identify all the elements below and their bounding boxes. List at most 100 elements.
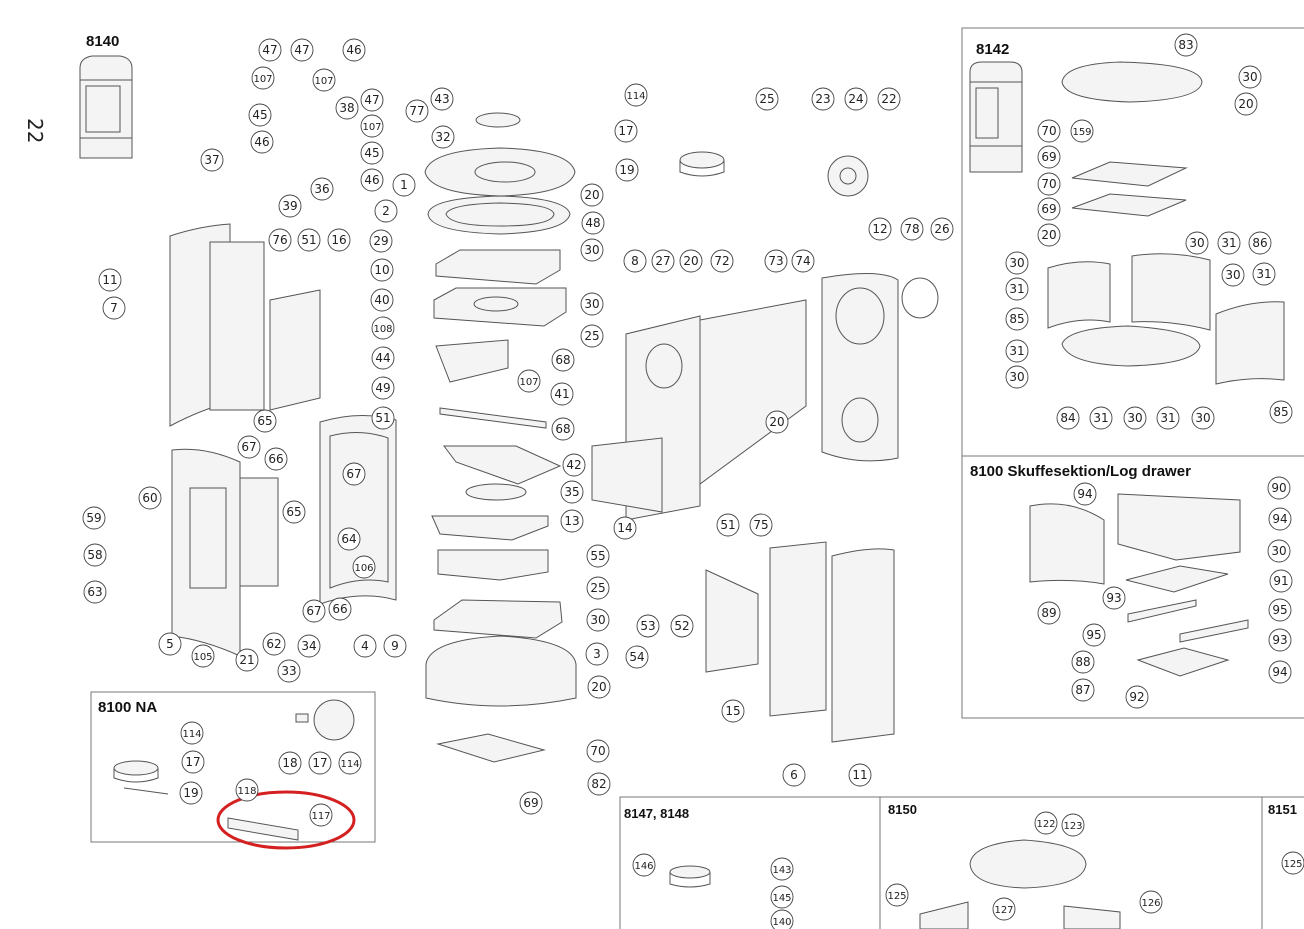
- callout-label: 127: [994, 905, 1013, 916]
- callout-label: 55: [590, 549, 605, 563]
- callout-label: 76: [272, 233, 287, 247]
- callout-label: 86: [1252, 236, 1267, 250]
- part-bar-44: [439, 407, 547, 429]
- part-na-18: [295, 713, 309, 723]
- parts-log-drawer: [1029, 493, 1249, 677]
- callout-label: 29: [373, 234, 388, 248]
- part-ashpan-55: [437, 549, 549, 581]
- section-title-8147-8148: 8147, 8148: [624, 806, 689, 821]
- callout-label: 85: [1273, 405, 1288, 419]
- callout-83: 83: [1174, 33, 1198, 57]
- callout-20: 20: [1037, 223, 1061, 247]
- callout-34: 34: [297, 634, 321, 658]
- callout-label: 126: [1141, 898, 1160, 909]
- callout-label: 51: [301, 233, 316, 247]
- part-plate-91: [1125, 565, 1229, 593]
- callout-label: 64: [341, 532, 356, 546]
- callout-label: 30: [1225, 268, 1240, 282]
- callout-label: 31: [1009, 282, 1024, 296]
- callout-76: 76: [268, 228, 292, 252]
- callout-68: 68: [551, 348, 575, 372]
- callout-label: 25: [759, 92, 774, 106]
- part-box-90: [1117, 493, 1241, 561]
- callout-label: 84: [1060, 411, 1075, 425]
- callout-54: 54: [625, 645, 649, 669]
- parts-8142: [1047, 61, 1285, 385]
- callout-94: 94: [1268, 507, 1292, 531]
- callout-24: 24: [844, 87, 868, 111]
- callout-label: 8: [631, 254, 639, 268]
- part-ring-22: [827, 155, 869, 197]
- callout-91: 91: [1269, 569, 1293, 593]
- callout-17: 17: [614, 119, 638, 143]
- callout-64: 64: [337, 527, 361, 551]
- callout-label: 125: [887, 891, 906, 902]
- callout-label: 83: [1178, 38, 1193, 52]
- callout-label: 72: [714, 254, 729, 268]
- callout-label: 31: [1093, 411, 1108, 425]
- part-lid: [475, 112, 521, 128]
- section-title-8140: 8140: [86, 33, 119, 50]
- callout-65: 65: [253, 409, 277, 433]
- callout-69: 69: [1037, 145, 1061, 169]
- callout-label: 40: [374, 293, 389, 307]
- callout-label: 94: [1272, 512, 1287, 526]
- callout-85: 85: [1269, 400, 1293, 424]
- callout-106: 106: [352, 555, 376, 579]
- callout-label: 51: [375, 411, 390, 425]
- section-title-8142: 8142: [976, 41, 1009, 58]
- callout-94: 94: [1268, 660, 1292, 684]
- part-127: [919, 901, 969, 929]
- callout-label: 25: [590, 581, 605, 595]
- callout-90: 90: [1267, 476, 1291, 500]
- callout-label: 31: [1009, 344, 1024, 358]
- callout-45: 45: [248, 103, 272, 127]
- callout-label: 89: [1041, 606, 1056, 620]
- callout-label: 7: [110, 301, 118, 315]
- callout-label: 30: [1009, 370, 1024, 384]
- part-na-ring-17: [313, 699, 355, 741]
- callout-2: 2: [374, 199, 398, 223]
- callout-66: 66: [328, 597, 352, 621]
- callout-label: 10: [374, 263, 389, 277]
- callout-39: 39: [278, 194, 302, 218]
- part-panel-86: [1131, 253, 1211, 331]
- callout-label: 4: [361, 639, 369, 653]
- callout-78: 78: [900, 217, 924, 241]
- part-side-15: [705, 569, 759, 673]
- callout-label: 66: [332, 602, 347, 616]
- callout-label: 43: [434, 92, 449, 106]
- highlight-ring-117: [216, 790, 356, 850]
- callout-label: 62: [266, 637, 281, 651]
- callout-label: 34: [301, 639, 316, 653]
- callout-117: 117: [309, 803, 333, 827]
- part-shield-40: [435, 339, 509, 383]
- callout-19: 19: [179, 781, 203, 805]
- callout-30: 30: [1238, 65, 1262, 89]
- callout-label: 13: [564, 514, 579, 528]
- callout-55: 55: [586, 544, 610, 568]
- part-side-11-right: [831, 548, 895, 743]
- part-outlet-17: [679, 151, 725, 169]
- callout-40: 40: [370, 288, 394, 312]
- callout-11: 11: [98, 268, 122, 292]
- callout-label: 11: [102, 273, 117, 287]
- callout-75: 75: [749, 513, 773, 537]
- part-tray-10: [433, 287, 567, 327]
- callout-label: 54: [629, 650, 644, 664]
- callout-label: 53: [640, 619, 655, 633]
- page-number: 22: [23, 118, 47, 143]
- part-panel-85-left: [1047, 261, 1111, 329]
- callout-31: 31: [1089, 406, 1113, 430]
- callout-94: 94: [1073, 482, 1097, 506]
- door-and-panels: [169, 151, 939, 743]
- callout-label: 20: [584, 188, 599, 202]
- callout-label: 69: [1041, 202, 1056, 216]
- callout-89: 89: [1037, 601, 1061, 625]
- callout-label: 70: [590, 744, 605, 758]
- callout-46: 46: [342, 38, 366, 62]
- callout-label: 143: [772, 865, 791, 876]
- callout-95: 95: [1268, 598, 1292, 622]
- callout-125: 125: [1281, 851, 1304, 875]
- callout-30: 30: [1191, 406, 1215, 430]
